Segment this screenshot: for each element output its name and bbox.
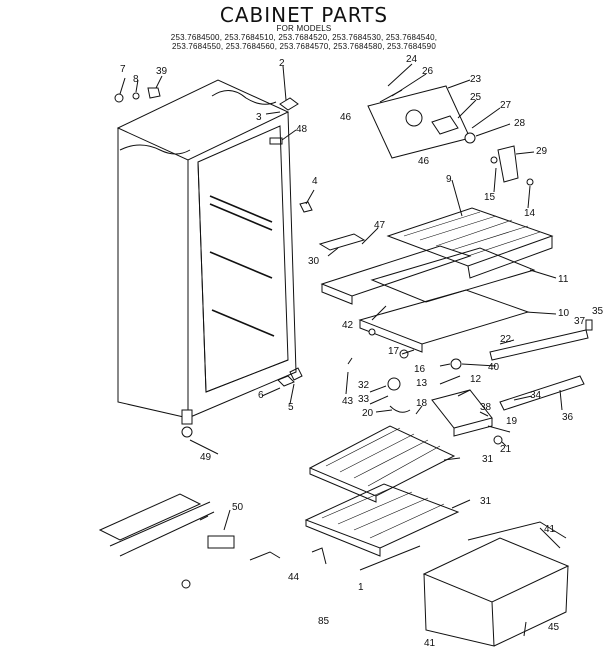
diagram-title: CABINET PARTS [219, 3, 389, 27]
shelf-31-lower [304, 483, 460, 557]
callout-44: 44 [288, 572, 300, 583]
callout-23: 23 [470, 74, 482, 85]
callout-45: 45 [548, 622, 560, 633]
callout-50: 50 [232, 502, 244, 513]
callout-12: 12 [470, 374, 482, 385]
callout-49: 49 [200, 452, 212, 463]
callout-40: 40 [488, 362, 500, 373]
callout-15: 15 [484, 192, 496, 203]
callout-26: 26 [422, 66, 434, 77]
crisper-drawer [422, 521, 570, 647]
callout-19: 19 [506, 416, 518, 427]
callout-32: 32 [358, 380, 370, 391]
callout-1: 1 [358, 582, 364, 593]
callout-22: 22 [500, 334, 512, 345]
callout-48: 48 [296, 124, 308, 135]
callout-24: 24 [406, 54, 418, 65]
callout-31b: 31 [480, 496, 492, 507]
callout-20: 20 [362, 408, 374, 419]
callout-16: 16 [414, 364, 426, 375]
callout-41b: 41 [424, 638, 436, 649]
callout-35: 35 [592, 306, 604, 317]
leader-lines [119, 63, 563, 549]
callout-9: 9 [446, 174, 452, 185]
callout-42: 42 [342, 320, 354, 331]
callout-43: 43 [342, 396, 354, 407]
callout-27: 27 [500, 100, 512, 111]
callout-31a: 31 [482, 454, 494, 465]
callout-46b: 46 [418, 156, 430, 167]
panel-47 [320, 245, 472, 305]
grille-30 [318, 233, 366, 251]
callout-28: 28 [514, 118, 526, 129]
shelf-31-upper [308, 425, 456, 503]
callout-3: 3 [256, 112, 262, 123]
callout-17: 17 [388, 346, 400, 357]
callout-labels: 7 8 39 2 3 48 4 24 26 46 23 25 27 46 28 … [120, 54, 604, 649]
callout-2: 2 [279, 58, 285, 69]
bracket-19 [431, 389, 493, 437]
models-line-1: 253.7684500, 253.7684510, 253.7684520, 2… [170, 33, 438, 42]
callout-47: 47 [374, 220, 386, 231]
callout-8: 8 [133, 74, 139, 85]
callout-11: 11 [558, 274, 569, 285]
tray-11 [370, 247, 536, 303]
callout-36: 36 [562, 412, 574, 423]
callout-5: 5 [288, 402, 294, 413]
callout-30: 30 [308, 256, 320, 267]
cabinet-body [114, 79, 313, 438]
callout-37: 37 [574, 316, 586, 327]
rail-37 [489, 329, 589, 361]
callout-14: 14 [524, 208, 536, 219]
callout-10: 10 [558, 308, 570, 319]
rail-36 [499, 375, 585, 411]
callout-13: 13 [416, 378, 428, 389]
callout-18: 18 [416, 398, 428, 409]
for-models-label: FOR MODELS [276, 24, 332, 33]
callout-25: 25 [470, 92, 482, 103]
callout-29: 29 [536, 146, 548, 157]
callout-7: 7 [120, 64, 126, 75]
control-housing [367, 85, 534, 186]
callout-41a: 41 [544, 524, 556, 535]
diagram-code: 85 [318, 616, 330, 627]
callout-33: 33 [358, 394, 370, 405]
callout-38: 38 [480, 402, 492, 413]
models-line-2: 253.7684550, 253.7684560, 253.7684570, 2… [172, 42, 436, 51]
callout-46: 46 [340, 112, 352, 123]
evaporator-assembly [386, 207, 554, 279]
callout-4: 4 [312, 176, 318, 187]
trim-parts [98, 493, 421, 589]
callout-39: 39 [156, 66, 168, 77]
callout-34: 34 [530, 390, 542, 401]
callout-21: 21 [500, 444, 512, 455]
callout-6: 6 [258, 390, 264, 401]
